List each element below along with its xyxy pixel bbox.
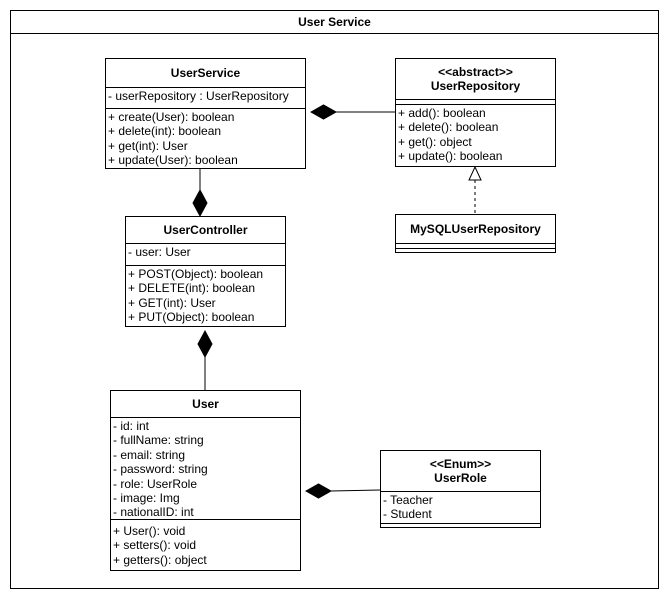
- class-user-service[interactable]: UserService - userRepository : UserRepos…: [105, 58, 306, 169]
- package-title: User Service: [10, 10, 659, 34]
- attributes-section: - user: User: [126, 244, 285, 266]
- method: + update(User): boolean: [108, 153, 238, 168]
- package-frame: [10, 10, 659, 589]
- attribute: - id: int: [113, 419, 150, 433]
- class-user-role[interactable]: <<Enum>> UserRole - Teacher - Student: [380, 450, 541, 528]
- class-name: MySQLUserRepository: [410, 222, 541, 236]
- attribute: - user: User: [128, 245, 191, 259]
- class-name: User: [192, 397, 219, 411]
- attributes-section: - userRepository : UserRepository: [106, 88, 305, 109]
- method: + getters(): object: [113, 552, 207, 567]
- method: + DELETE(int): boolean: [128, 281, 256, 296]
- composition-diamond-service-controller: [192, 188, 208, 218]
- composition-diamond-user-role: [304, 483, 333, 499]
- method: + create(User): boolean: [108, 110, 235, 124]
- attributes-section: [396, 244, 555, 249]
- attributes-section: [396, 100, 555, 105]
- realization-arrowhead: [468, 165, 482, 181]
- class-name: UserRepository: [430, 79, 521, 93]
- method: + setters(): void: [113, 538, 197, 553]
- methods-section: + User(): void + setters(): void + gette…: [111, 520, 300, 568]
- attribute: - nationalID: int: [113, 505, 194, 520]
- methods-section: + create(User): boolean + delete(int): b…: [106, 109, 305, 169]
- attribute: - userRepository : UserRepository: [108, 89, 289, 103]
- class-user-controller[interactable]: UserController - user: User + POST(Objec…: [125, 216, 286, 327]
- method: + add(): boolean: [398, 106, 486, 120]
- methods-section: + add(): boolean + delete(): boolean + g…: [396, 105, 555, 165]
- attribute: - email: string: [113, 447, 186, 462]
- attributes-section: - id: int - fullName: string - email: st…: [111, 418, 300, 520]
- method: + delete(): boolean: [398, 120, 499, 135]
- method: + get(int): User: [108, 138, 188, 153]
- method: + delete(int): boolean: [108, 124, 222, 139]
- class-name: UserController: [163, 223, 248, 237]
- methods-section: + POST(Object): boolean + DELETE(int): b…: [126, 266, 285, 326]
- method: + PUT(Object): boolean: [128, 310, 255, 325]
- class-name: UserService: [170, 66, 241, 80]
- class-user[interactable]: User - id: int - fullName: string - emai…: [110, 390, 301, 571]
- class-user-repository[interactable]: <<abstract>> UserRepository + add(): boo…: [395, 58, 556, 167]
- enum-literal: - Teacher: [383, 493, 433, 507]
- composition-diamond-controller-user: [197, 329, 213, 359]
- stereotype: <<abstract>>: [438, 65, 513, 79]
- attribute: - fullName: string: [113, 433, 204, 448]
- attribute: - role: UserRole: [113, 476, 198, 491]
- composition-line-user-role: [330, 489, 381, 492]
- method: + POST(Object): boolean: [128, 267, 264, 281]
- composition-diamond-service-repository: [309, 104, 338, 120]
- attribute: - password: string: [113, 462, 208, 477]
- attribute: - image: Img: [113, 491, 180, 506]
- method: + User(): void: [113, 524, 186, 538]
- method: + GET(int): User: [128, 295, 216, 310]
- class-mysql-user-repository[interactable]: MySQLUserRepository: [395, 214, 556, 253]
- method: + get(): object: [398, 134, 472, 149]
- method: + update(): boolean: [398, 149, 503, 164]
- attributes-section: - Teacher - Student: [381, 492, 540, 524]
- enum-literal: - Student: [383, 507, 432, 522]
- stereotype: <<Enum>>: [429, 457, 492, 471]
- class-name: UserRole: [434, 471, 487, 485]
